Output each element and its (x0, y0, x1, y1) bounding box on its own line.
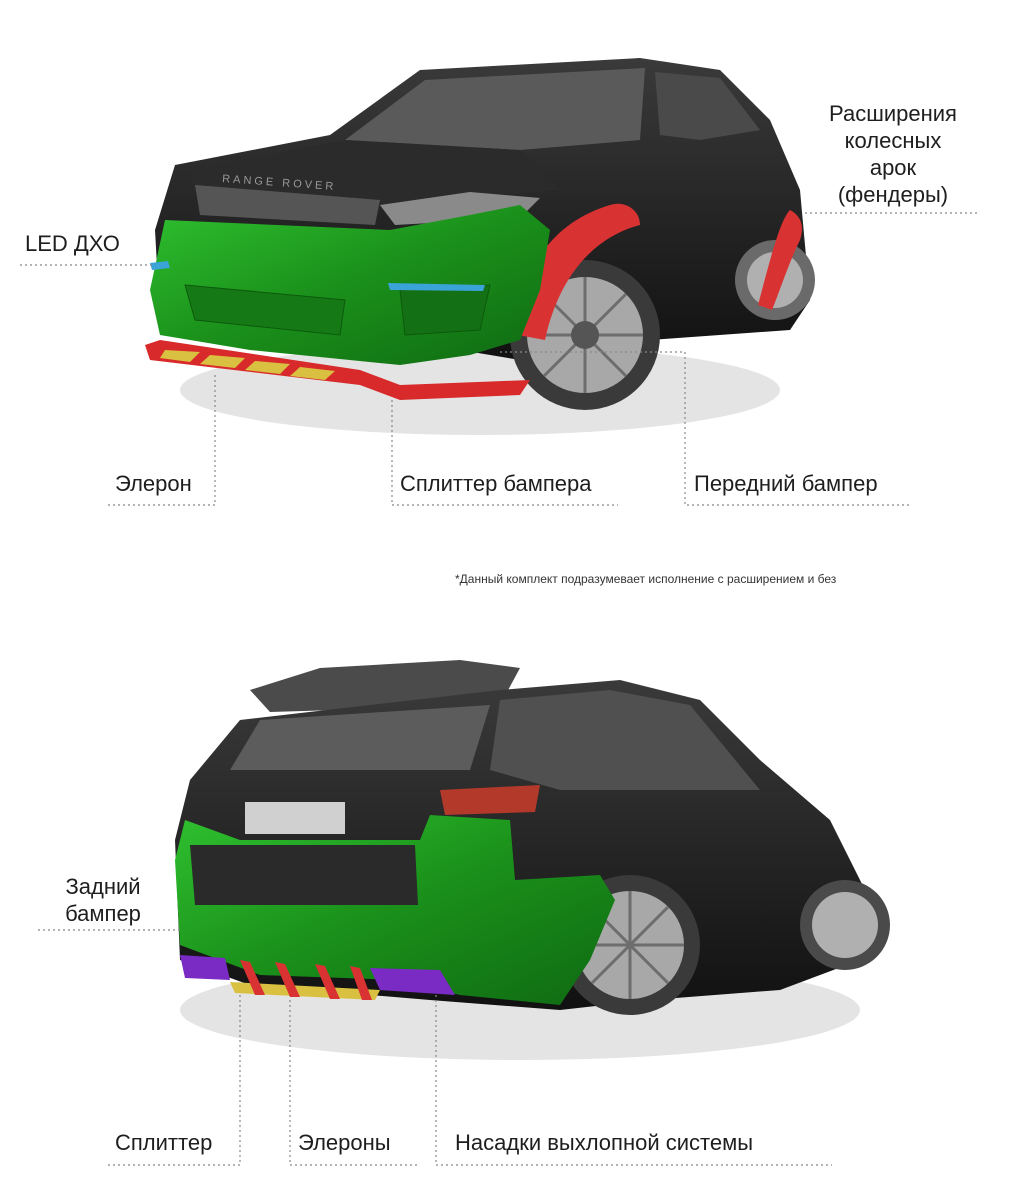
exhaust-tip-right (370, 968, 455, 995)
rear-taillight (440, 785, 540, 815)
label-spoilers: Элероны (298, 1130, 391, 1155)
front-side-windows (655, 72, 760, 140)
leader-spoilers (289, 1000, 418, 1166)
label-led-drl: LED ДХО (25, 231, 120, 256)
label-fenders-line-1: Расширения (829, 101, 957, 126)
label-rear-bumper-line-1: Задний (65, 874, 141, 899)
rear-license-plate (245, 802, 345, 834)
footnote: *Данный комплект подразумевает исполнени… (455, 572, 837, 586)
exhaust-tip-left (180, 955, 230, 980)
rear-fender-flare (758, 210, 802, 310)
rear-fins (240, 960, 372, 1000)
leader-lines (20, 212, 980, 1166)
rear-window (230, 705, 490, 770)
label-fenders: Расширения колесных арок (фендеры) (818, 100, 968, 208)
rear-bumper-insert (190, 845, 418, 905)
label-fenders-line-2: колесных (844, 128, 942, 153)
rear-car-illustration (175, 660, 890, 1060)
label-rear-bumper-line-2: бампер (65, 901, 141, 926)
rear-side-windows (490, 690, 760, 790)
label-bumper-splitter: Сплиттер бампера (400, 471, 592, 496)
front-fins (160, 350, 335, 380)
front-hood (190, 140, 560, 205)
label-fenders-line-3: арок (869, 155, 917, 180)
leader-splitter (108, 995, 241, 1166)
front-grille (195, 185, 380, 225)
rear-splitter-highlight (230, 982, 380, 1000)
front-splitter-highlight (145, 340, 530, 400)
front-side-intake (399, 284, 491, 336)
led-drl-strip-right (388, 283, 485, 291)
label-exhaust-tips: Насадки выхлопной системы (455, 1130, 754, 1155)
label-splitter: Сплиттер (115, 1130, 213, 1155)
label-front-bumper: Передний бампер (694, 471, 878, 496)
front-car-illustration: RANGE ROVER (145, 58, 815, 435)
label-spoiler: Элерон (115, 471, 192, 496)
front-fender-flare (518, 203, 640, 340)
led-drl-strip-left (150, 261, 170, 270)
leader-bumper-splitter (391, 400, 618, 506)
front-lower-grille (184, 284, 346, 336)
label-fenders-line-4: (фендеры) (837, 182, 949, 207)
leader-front-bumper (500, 351, 910, 506)
label-rear-bumper: Задний бампер (48, 873, 158, 927)
front-windshield (345, 68, 645, 150)
leader-exhaust (435, 995, 832, 1166)
leader-spoiler (108, 375, 216, 506)
